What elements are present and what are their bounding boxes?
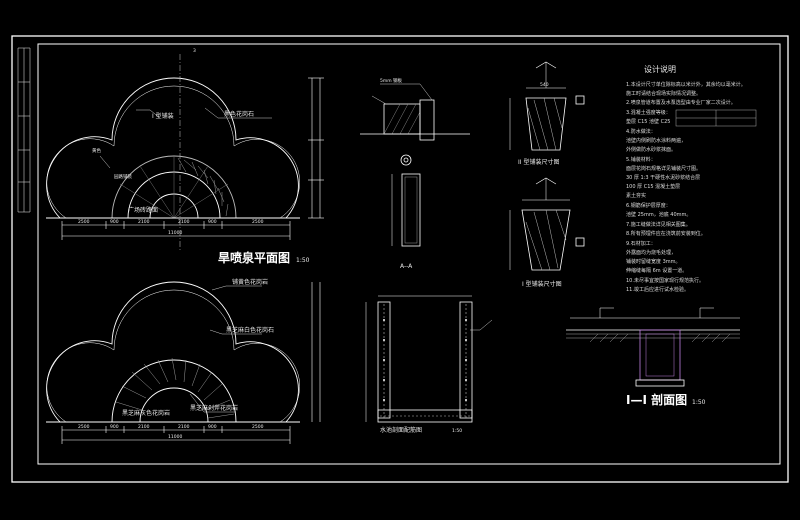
notes-line: 100 厚 C15 混凝土垫层 xyxy=(626,183,680,190)
dim-text: 2100 xyxy=(178,219,190,225)
notes-line: 30 厚 1:3 干硬性水泥砂浆结合层 xyxy=(626,174,700,181)
notes-line: 4.防水做法： xyxy=(626,128,656,135)
upper-plan-label: 广场砖路面 xyxy=(128,206,158,214)
pit-subtitle: 1:50 xyxy=(452,428,462,434)
paver-details xyxy=(509,61,585,271)
dim-text: 2500 xyxy=(78,219,90,225)
dim-text: 2100 xyxy=(138,424,150,430)
pit-rebar-section xyxy=(365,295,493,423)
notes-title: 设计说明 xyxy=(644,64,676,74)
upper-plan-label: 黑色花岗石 xyxy=(224,110,254,118)
upper-fountain-plan xyxy=(46,54,324,252)
lower-plan-label: 黑芝麻白色花岗石 xyxy=(226,326,274,334)
notes-line: 5.铺装材料： xyxy=(626,156,656,163)
notes-line: 11.竣工后应进行试水检验。 xyxy=(626,286,689,293)
edge-detail xyxy=(360,83,470,247)
paver-i-title: I 型铺装尺寸图 xyxy=(522,280,562,288)
outer-frame xyxy=(11,35,789,483)
lower-plan-label: 黑芝麻剁斧花岗岩 xyxy=(190,404,238,412)
section-i-scale: 1:50 xyxy=(692,399,706,406)
notes-line: 素土夯实 xyxy=(626,192,646,199)
pit-title: 水池剖面配筋图 xyxy=(380,426,422,434)
lower-plan-label: 黑芝麻灰色花岗岩 xyxy=(122,409,170,417)
notes-line: 1.本设计尺寸单位除标高以米计外，其余均以毫米计。 xyxy=(626,81,746,88)
notes-line: 10.未尽事宜按国家现行规范执行。 xyxy=(626,277,704,284)
section-i-title: I—I 剖面图 xyxy=(626,392,687,407)
notes-line: 垫层 C15 池壁 C25 xyxy=(626,118,670,125)
dim-total: 11000 xyxy=(168,434,182,440)
lower-fountain-plan xyxy=(46,281,321,444)
design-notes: 设计说明 1.本设计尺寸单位除标高以米计外，其余均以毫米计。 施工时请结合现场实… xyxy=(626,64,757,293)
upper-plan-label: I 型铺装 xyxy=(152,112,174,120)
upper-plan-scale: 1:50 xyxy=(296,257,310,264)
lower-plan-labels: 铺黄色花岗岩 黑芝麻白色花岗石 黑芝麻剁斧花岗岩 黑芝麻灰色花岗岩 2500 9… xyxy=(78,278,274,440)
dim-text: 2500 xyxy=(252,219,264,225)
notes-line: 伸缩缝每隔 6m 设置一道。 xyxy=(626,267,687,274)
upper-plan-labels: 黑色花岗石 I 型铺装 黄色 广场砖路面 园路铺装 3 2500 900 210… xyxy=(78,48,310,265)
section-mark: 3 xyxy=(193,48,196,54)
lower-plan-label: 铺黄色花岗岩 xyxy=(232,278,268,286)
notes-line: 外侧做防水砂浆抹面。 xyxy=(626,146,676,153)
notes-line: 池壁内侧刷防水涂料两遍， xyxy=(626,137,686,144)
paver-ii-title: II 型铺装尺寸图 xyxy=(518,158,559,166)
notes-line: 铺装时留缝宽度 3mm。 xyxy=(626,258,681,265)
upper-plan-label: 园路铺装 xyxy=(114,173,132,180)
paver-dim: 540 xyxy=(540,82,549,88)
dim-text: 2500 xyxy=(78,424,90,430)
notes-line: 6.钢筋保护层厚度： xyxy=(626,202,671,209)
i-i-section xyxy=(566,307,740,387)
title-strip xyxy=(17,47,31,213)
dim-text: 2100 xyxy=(138,219,150,225)
section-a-label: A--A xyxy=(400,263,413,270)
notes-line: 2.喷泉管道布置及水泵选型由专业厂家二次设计。 xyxy=(626,99,736,106)
notes-line: 施工时请结合现场实际情况调整。 xyxy=(626,90,701,97)
dim-text: 2100 xyxy=(178,424,190,430)
notes-line: 3.混凝土强度等级： xyxy=(626,109,671,116)
notes-line: 外露面均为烧毛处理， xyxy=(626,249,676,256)
inner-frame xyxy=(37,43,781,465)
dim-text: 2500 xyxy=(252,424,264,430)
notes-table xyxy=(675,109,757,127)
notes-line: 面层花岗石规格详见铺装尺寸图。 xyxy=(626,165,701,172)
notes-line: 池壁 25mm，池底 40mm。 xyxy=(626,211,691,218)
notes-line: 9.石材加工： xyxy=(626,240,656,247)
notes-line: 8.所有预埋件应在浇筑前安装到位。 xyxy=(626,230,706,237)
dim-text: 900 xyxy=(110,424,119,430)
upper-plan-label: 黄色 xyxy=(92,147,101,154)
upper-plan-title: 旱喷泉平面图 xyxy=(218,250,290,265)
dim-total: 11000 xyxy=(168,230,182,236)
edge-detail-label: 5mm 钢板 xyxy=(380,77,403,84)
dim-text: 900 xyxy=(208,219,217,225)
dim-text: 900 xyxy=(110,219,119,225)
dim-text: 900 xyxy=(208,424,217,430)
notes-line: 7.施工缝做法详见相关图集。 xyxy=(626,221,691,228)
